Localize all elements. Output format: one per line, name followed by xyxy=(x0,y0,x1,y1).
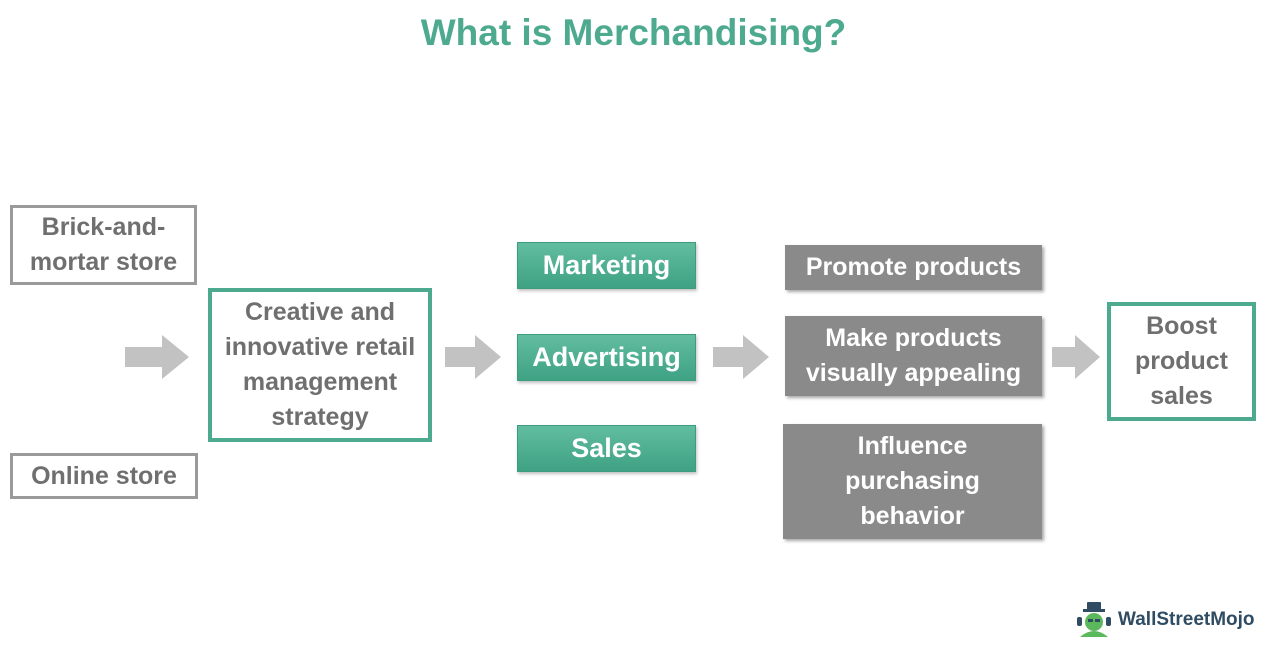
online-store-label: Online store xyxy=(31,461,177,490)
function-sales-box: Sales xyxy=(517,425,696,472)
brick-and-mortar-store-box: Brick-and-mortar store xyxy=(10,205,197,285)
outcome-label: Boost product sales xyxy=(1134,312,1229,410)
effect-promote-products-box: Promote products xyxy=(785,245,1042,290)
effect-visually-appealing-label: Make products visually appealing xyxy=(805,324,1022,387)
outcome-box: Boost product sales xyxy=(1107,302,1256,421)
online-store-box: Online store xyxy=(10,453,198,499)
function-marketing-box: Marketing xyxy=(517,242,696,289)
strategy-box: Creative and innovative retail managemen… xyxy=(208,288,432,442)
effect-visually-appealing-box: Make products visually appealing xyxy=(785,316,1042,396)
arrow-right-icon xyxy=(445,335,501,379)
function-marketing-label: Marketing xyxy=(542,250,671,280)
effect-promote-products-label: Promote products xyxy=(805,253,1022,281)
wallstreetmojo-logo: WallStreetMojo xyxy=(1076,600,1255,640)
arrow-right-icon xyxy=(125,335,189,379)
arrow-right-icon xyxy=(1052,335,1100,379)
brick-and-mortar-store-label: Brick-and-mortar store xyxy=(29,213,178,276)
mojo-mascot-icon xyxy=(1077,602,1111,637)
function-advertising-box: Advertising xyxy=(517,334,696,381)
function-advertising-label: Advertising xyxy=(532,342,681,372)
effect-influence-behavior-label: Influence purchasing behavior xyxy=(845,432,980,530)
page-title: What is Merchandising? xyxy=(420,12,847,53)
strategy-label: Creative and innovative retail managemen… xyxy=(224,298,416,431)
arrow-right-icon xyxy=(713,335,769,379)
logo-text: WallStreetMojo xyxy=(1118,609,1255,630)
effect-influence-behavior-box: Influence purchasing behavior xyxy=(783,424,1042,539)
function-sales-label: Sales xyxy=(571,433,642,463)
